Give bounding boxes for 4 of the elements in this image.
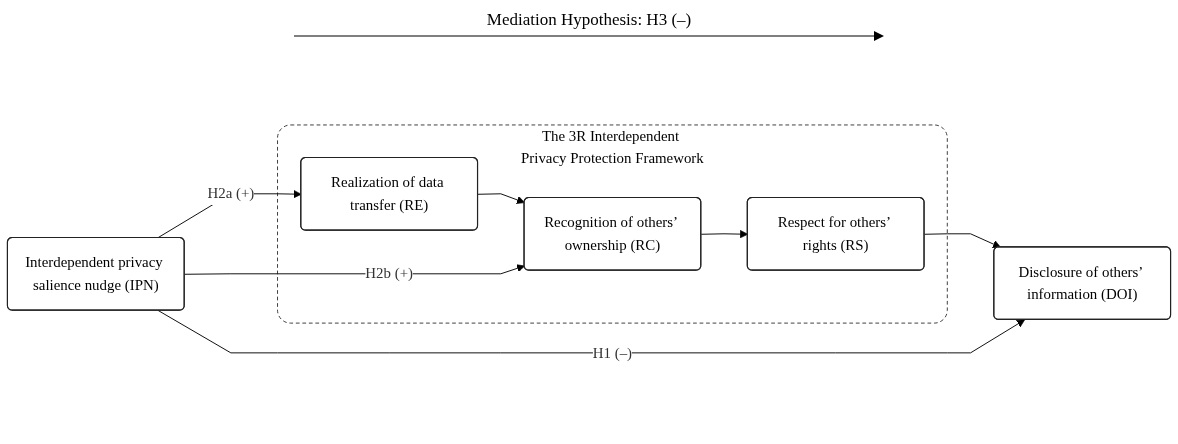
edge-label: H2a (+): [207, 185, 255, 202]
hypothesis-label: Mediation Hypothesis: H3 (–): [486, 10, 692, 29]
edge-label: H1 (–): [592, 344, 633, 361]
edge-label: H2b (+): [365, 265, 413, 282]
